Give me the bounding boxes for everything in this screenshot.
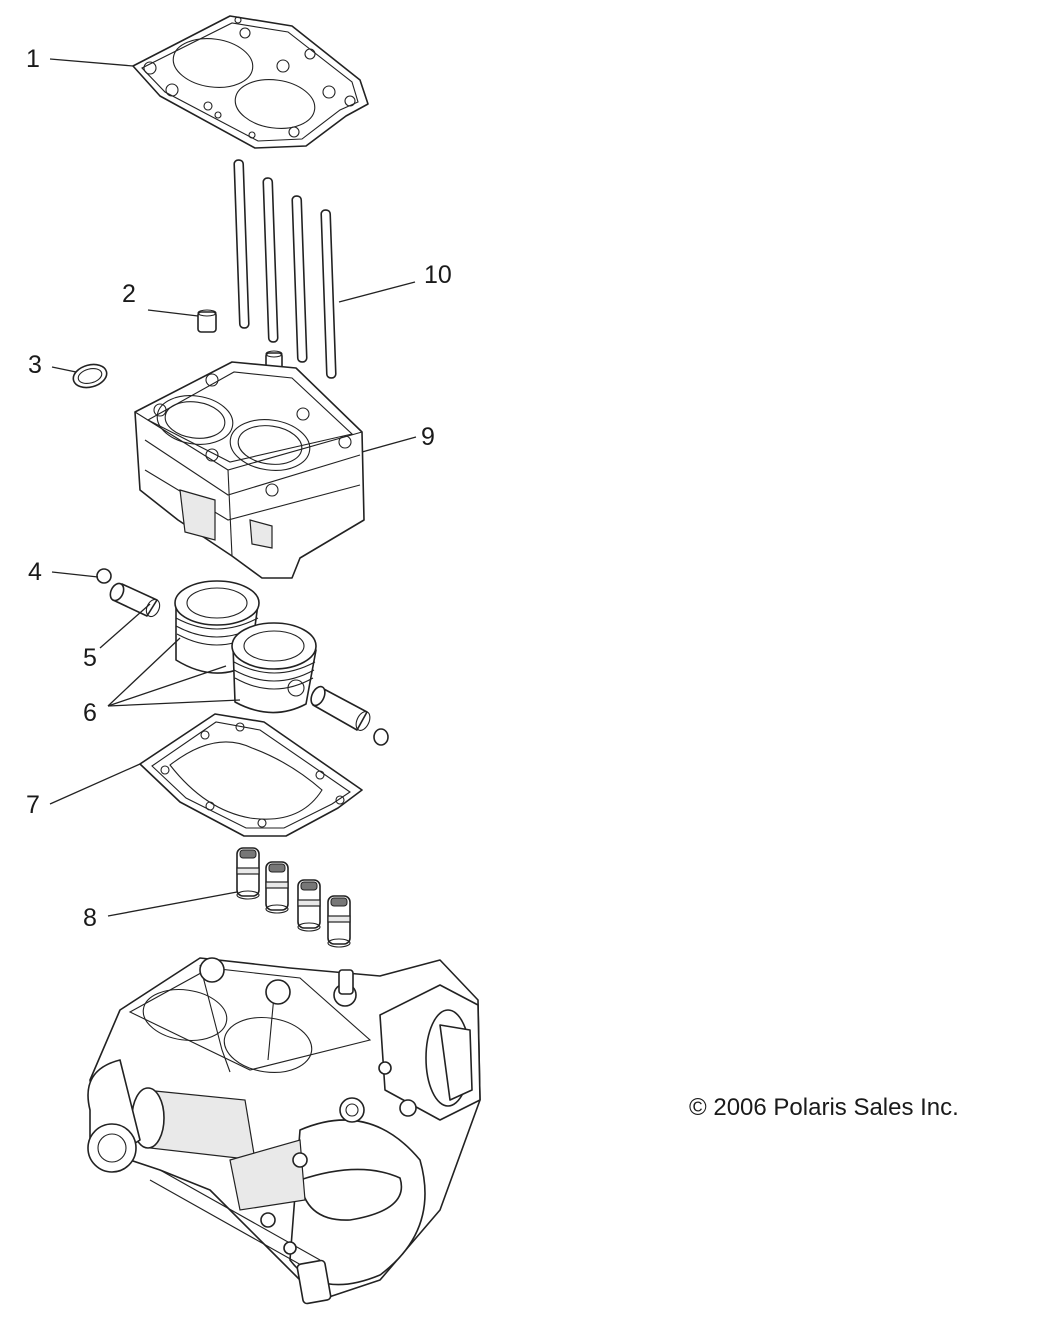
pistons (174, 580, 317, 714)
bushings (236, 847, 351, 948)
head-gasket (132, 15, 369, 149)
callout-labels: 1 2 3 4 5 6 7 8 9 10 (26, 45, 452, 932)
callout-4: 4 (28, 558, 42, 586)
cylinder-studs (233, 159, 337, 379)
callout-10: 10 (424, 261, 452, 289)
piston-pins (109, 582, 371, 731)
callout-5: 5 (83, 644, 97, 672)
plug (72, 363, 108, 389)
callout-2: 2 (122, 280, 136, 308)
callout-1: 1 (26, 45, 40, 73)
callout-9: 9 (421, 423, 435, 451)
callout-3: 3 (28, 351, 42, 379)
copyright-notice: © 2006 Polaris Sales Inc. (689, 1094, 959, 1121)
circlips (96, 568, 389, 746)
leader-lines (49, 58, 417, 917)
callout-7: 7 (26, 791, 40, 819)
base-gasket (139, 713, 363, 837)
callout-8: 8 (83, 904, 97, 932)
cylinder-block (134, 361, 365, 579)
crankcase-assembly (87, 957, 481, 1305)
callout-6: 6 (83, 699, 97, 727)
